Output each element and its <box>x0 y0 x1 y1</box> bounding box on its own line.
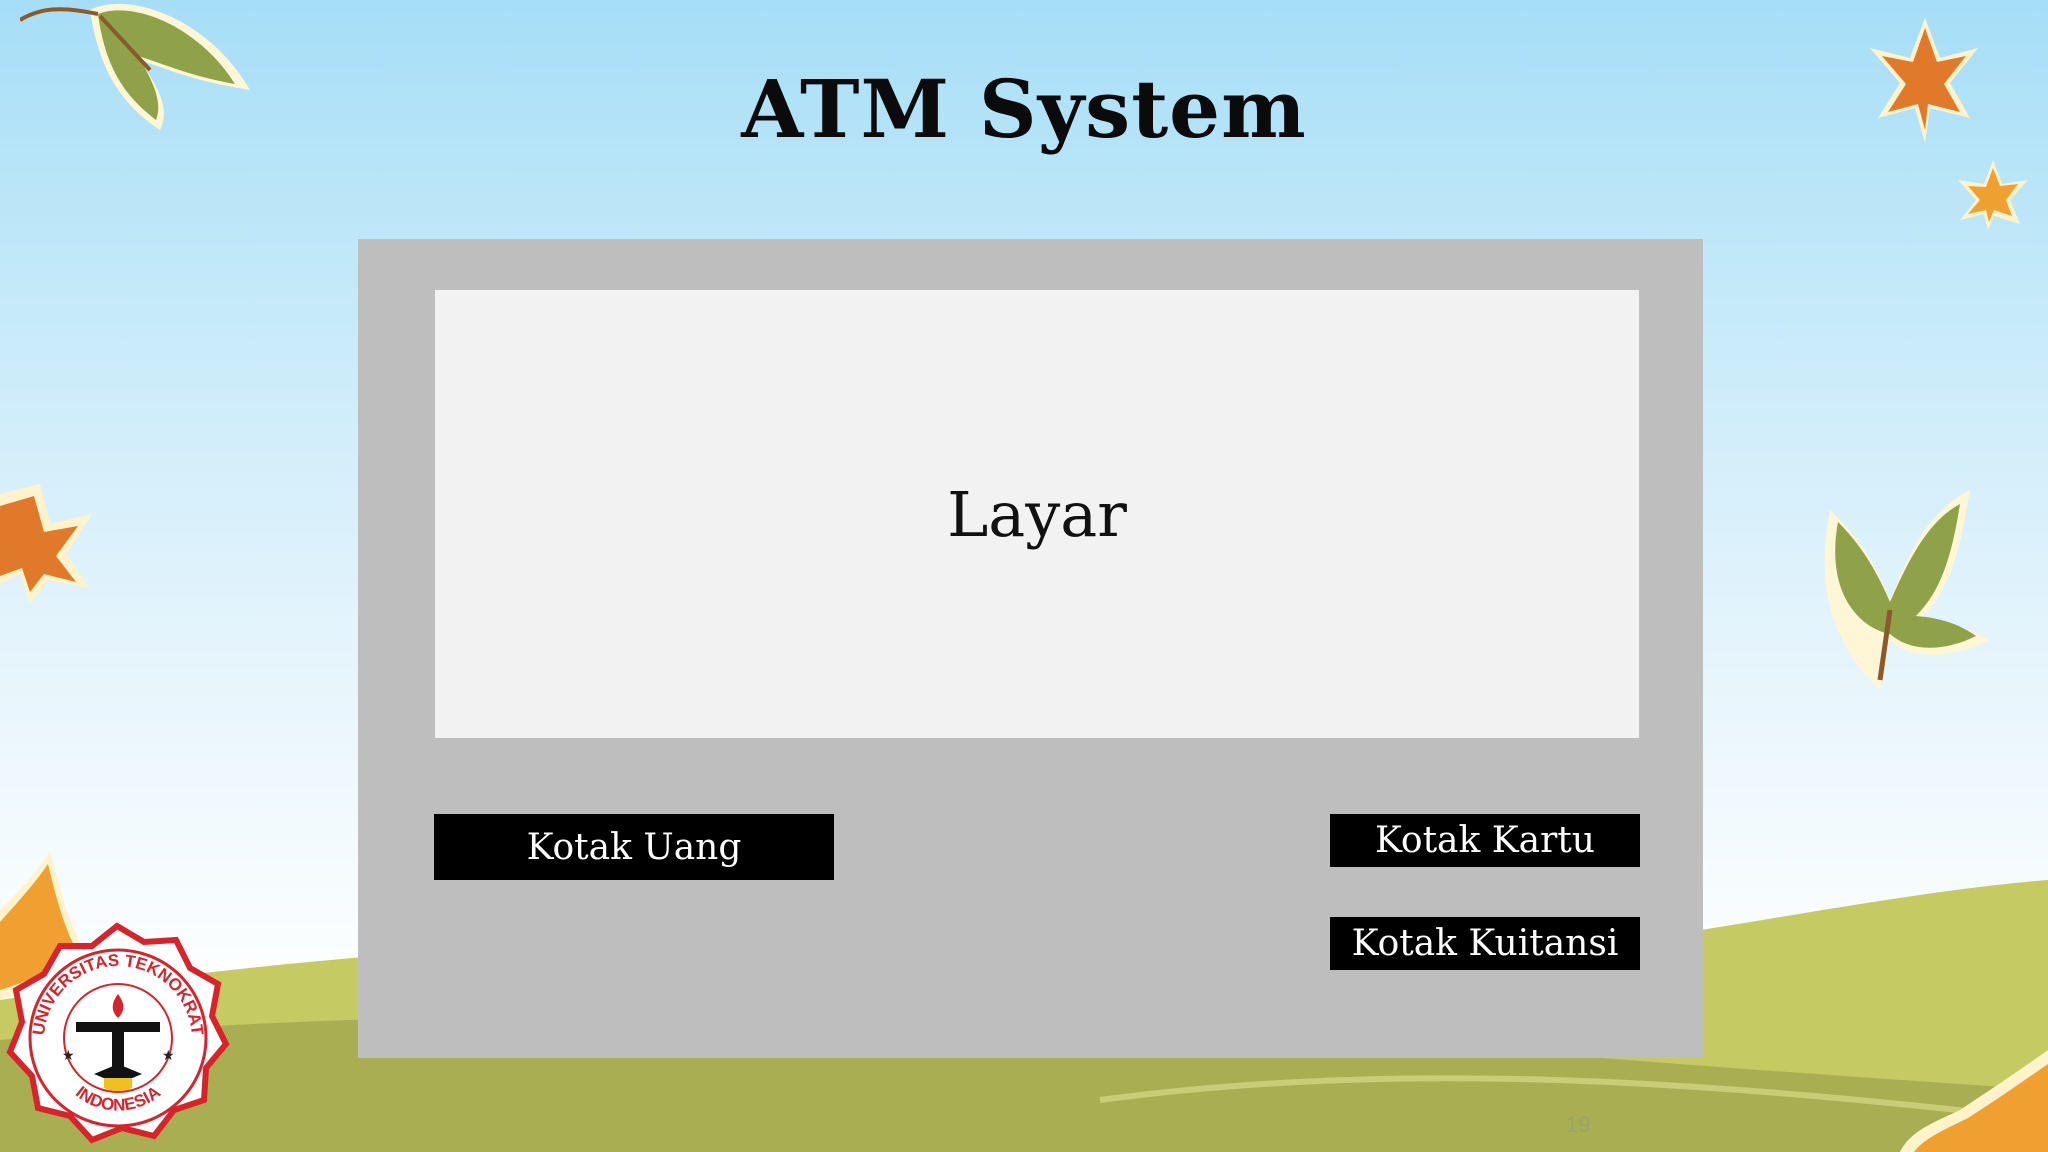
university-logo: UNIVERSITAS TEKNOKRAT INDONESIA ★ ★ <box>6 922 230 1144</box>
svg-text:★: ★ <box>162 1048 175 1064</box>
atm-screen: Layar <box>435 290 1639 738</box>
card-slot[interactable]: Kotak Kartu <box>1330 814 1640 867</box>
svg-text:★: ★ <box>62 1048 75 1064</box>
slide-title: ATM System <box>741 62 1307 156</box>
leaf-icon <box>1824 490 1990 690</box>
atm-screen-label: Layar <box>947 477 1127 551</box>
leaf-icon <box>20 3 250 131</box>
atm-body: Layar Kotak Uang Kotak Kartu Kotak Kuita… <box>358 239 1703 1058</box>
page-number: 19 <box>1566 1112 1591 1137</box>
leaf-icon <box>0 484 92 604</box>
receipt-slot[interactable]: Kotak Kuitansi <box>1330 917 1640 970</box>
leaf-icon <box>1870 18 1978 143</box>
leaf-icon <box>1900 1050 2048 1152</box>
leaf-icon <box>1958 160 2028 230</box>
cash-slot[interactable]: Kotak Uang <box>434 814 834 880</box>
